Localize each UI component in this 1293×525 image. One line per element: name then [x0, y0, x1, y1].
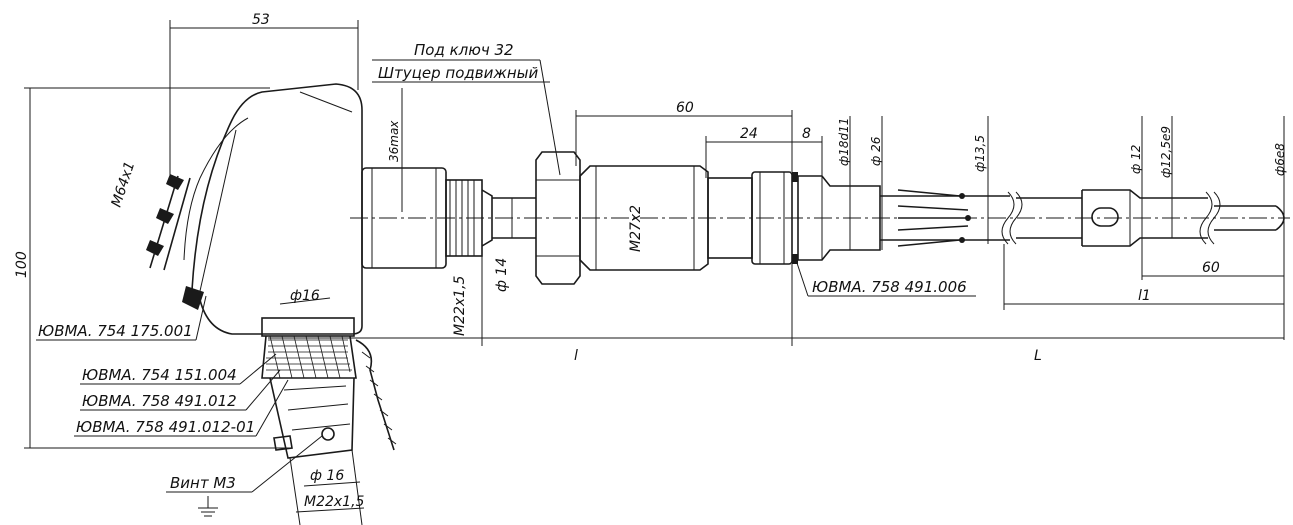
dim-m27x2: M27x2: [628, 205, 644, 252]
part-label-head: ЮВМА. 754 175.001: [38, 322, 193, 340]
dim-m64x1: M64x1: [109, 160, 139, 210]
dim-dia-13-5: ф13,5: [973, 135, 987, 172]
part-label-seal: ЮВМА. 758 491.012: [82, 392, 237, 410]
dim-dia-12-5e9: ф12,5e9: [1159, 126, 1173, 178]
dim-100: 100: [14, 251, 30, 278]
dim-l1: l1: [1138, 288, 1151, 304]
dim-24: 24: [740, 126, 758, 142]
neck-thread: [445, 179, 493, 257]
part-label-gasket: ЮВМА. 758 491.006: [812, 278, 967, 296]
protective-tube: [1016, 189, 1285, 247]
dim-dia-6e8: ф6e8: [1273, 143, 1287, 176]
cable-gland: [261, 317, 397, 459]
movable-fitting-note: Штуцер подвижный: [378, 64, 538, 82]
dim-dia-18d11: ф18d11: [837, 118, 851, 166]
gasket-collar: [792, 172, 881, 264]
dimension-lines: [24, 20, 1285, 525]
dim-dia-14: ф 14: [494, 258, 510, 292]
dim-8: 8: [802, 126, 811, 142]
fitting-body: [579, 165, 793, 271]
dim-dia-26: ф 26: [869, 136, 883, 166]
dim-l: l: [574, 348, 578, 364]
dim-dia-12: ф 12: [1129, 145, 1143, 174]
dim-53: 53: [252, 12, 270, 28]
part-label-seal-01: ЮВМА. 758 491.012-01: [76, 418, 255, 436]
dimension-labels: 53 Под ключ 32 Штуцер подвижный 36max M6…: [14, 12, 1287, 510]
dim-60-right: 60: [1202, 260, 1220, 276]
wrench-size-note: Под ключ 32: [414, 41, 514, 59]
connecting-tube: [492, 197, 536, 239]
dim-L: L: [1034, 348, 1042, 364]
connection-head: [183, 83, 363, 335]
dim-36max: 36max: [387, 120, 401, 162]
dim-60-top: 60: [676, 100, 694, 116]
dim-bottom-dia-16: ф 16: [310, 468, 344, 484]
dim-bottom-m22x1-5: M22x1,5: [304, 494, 365, 510]
dim-m22x1-5-left: M22x1,5: [452, 275, 468, 336]
part-number-labels: ЮВМА. 754 175.001 ЮВМА. 754 151.004 ЮВМА…: [38, 278, 967, 436]
screw-label: Винт M3: [170, 474, 236, 492]
head-cover-thread: [146, 174, 204, 310]
part-label-gland: ЮВМА. 754 151.004: [82, 366, 237, 384]
dim-gland-dia-16: ф16: [290, 288, 320, 304]
